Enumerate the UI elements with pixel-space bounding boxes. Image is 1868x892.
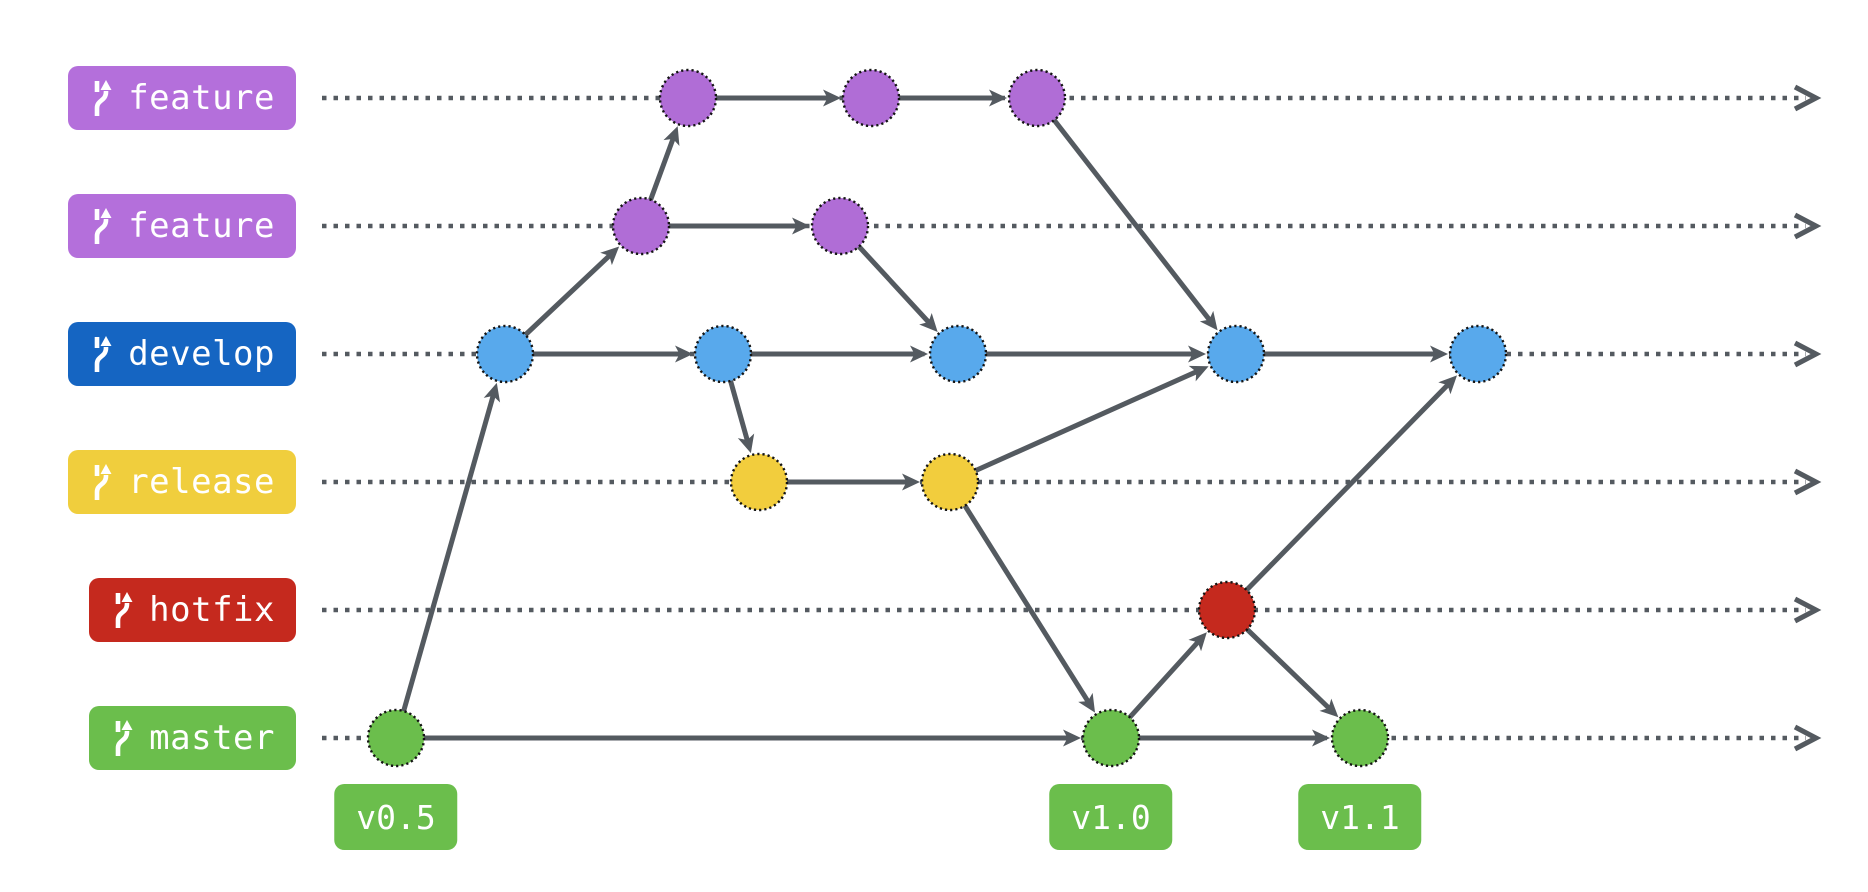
edge-arrowhead-icon — [989, 89, 1007, 107]
commit-node-feature-1 — [658, 68, 718, 128]
edge-arrowhead-icon — [1063, 729, 1081, 747]
commit-node-feature-2 — [611, 196, 671, 256]
commit-edge — [856, 244, 932, 325]
commit-node-develop — [1448, 324, 1508, 384]
edge-arrowhead-icon — [600, 246, 620, 266]
commit-node-develop — [475, 324, 535, 384]
arrow-right-icon — [1793, 468, 1822, 496]
edge-arrowhead-icon — [737, 433, 755, 454]
commit-edge — [522, 252, 613, 338]
version-tag-v0-5: v0.5 — [334, 784, 458, 850]
arrow-right-icon — [1793, 84, 1822, 112]
edge-arrowhead-icon — [823, 89, 841, 107]
branch-icon — [115, 720, 133, 756]
branch-badge-hotfix: hotfix — [89, 578, 296, 642]
version-tag-label: v0.5 — [356, 797, 436, 837]
version-tag-v1-0: v1.0 — [1049, 784, 1173, 850]
commit-node-feature-1 — [1007, 68, 1067, 128]
arrow-right-icon — [1793, 596, 1822, 624]
commit-edge — [1244, 626, 1332, 711]
arrow-right-icon — [1793, 340, 1822, 368]
commit-node-hotfix — [1197, 580, 1257, 640]
branch-badge-feature-2: feature — [68, 194, 296, 258]
version-tag-v1-1: v1.1 — [1298, 784, 1422, 850]
edge-arrowhead-icon — [1188, 632, 1207, 652]
commit-node-feature-2 — [810, 196, 870, 256]
commit-edge — [727, 379, 751, 443]
commit-edge — [973, 368, 1199, 474]
commit-edge — [400, 393, 496, 713]
branch-badge-feature-1: feature — [68, 66, 296, 130]
branch-icon — [94, 336, 112, 372]
edge-arrowhead-icon — [1312, 729, 1330, 747]
branch-badge-label: feature — [128, 78, 275, 118]
commit-edge — [1127, 639, 1201, 720]
edge-arrowhead-icon — [902, 473, 920, 491]
commit-edge — [1244, 382, 1451, 593]
commit-edge — [647, 136, 676, 202]
branch-badge-release: release — [68, 450, 296, 514]
edge-arrowhead-icon — [1319, 698, 1339, 718]
commit-node-master — [1081, 708, 1141, 768]
branch-icon — [94, 80, 112, 116]
commit-node-release — [920, 452, 980, 512]
branch-badge-label: hotfix — [149, 590, 275, 630]
edge-arrowhead-icon — [1430, 345, 1448, 363]
arrow-right-icon — [1793, 724, 1822, 752]
edge-arrowhead-icon — [483, 382, 501, 403]
commit-node-develop — [693, 324, 753, 384]
edge-arrowhead-icon — [1188, 365, 1209, 382]
branch-badge-master: master — [89, 706, 296, 770]
edge-arrowhead-icon — [919, 312, 938, 332]
edge-arrowhead-icon — [792, 217, 810, 235]
edge-arrowhead-icon — [663, 126, 680, 146]
commit-edge — [1051, 117, 1213, 323]
version-tag-label: v1.1 — [1320, 797, 1400, 837]
version-tag-label: v1.0 — [1071, 797, 1151, 837]
edge-arrowhead-icon — [1188, 345, 1206, 363]
branch-badge-label: feature — [128, 206, 275, 246]
branch-badge-label: develop — [128, 334, 275, 374]
branch-badge-label: release — [128, 462, 275, 502]
commit-node-feature-1 — [841, 68, 901, 128]
branch-badge-develop: develop — [68, 322, 296, 386]
commit-node-develop — [1206, 324, 1266, 384]
branch-icon — [94, 464, 112, 500]
arrow-right-icon — [1793, 212, 1822, 240]
branch-badge-label: master — [149, 718, 275, 758]
edge-arrowhead-icon — [1438, 375, 1457, 395]
branch-icon — [115, 592, 133, 628]
edge-arrowhead-icon — [1199, 310, 1218, 331]
commit-node-release — [729, 452, 789, 512]
branch-icon — [94, 208, 112, 244]
edge-arrowhead-icon — [1078, 692, 1096, 713]
commit-node-master — [366, 708, 426, 768]
commit-node-develop — [928, 324, 988, 384]
edge-arrowhead-icon — [675, 345, 693, 363]
commit-edge — [962, 503, 1091, 704]
commit-node-master — [1330, 708, 1390, 768]
edge-arrowhead-icon — [910, 345, 928, 363]
